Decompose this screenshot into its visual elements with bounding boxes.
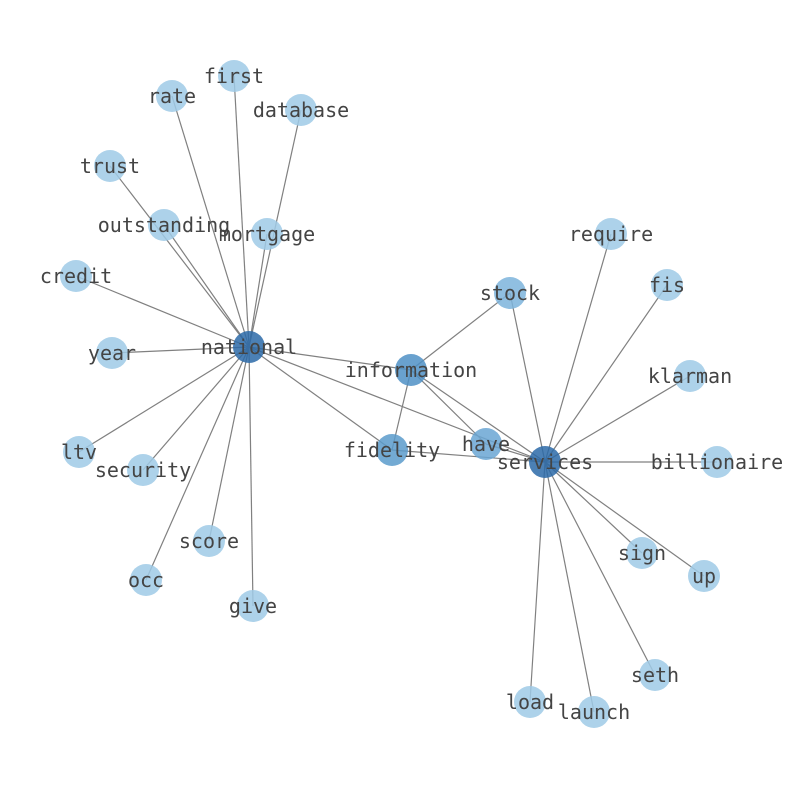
edge-stock-services <box>509 292 546 463</box>
edge-national-security <box>142 346 250 471</box>
node-label-up: up <box>692 564 716 588</box>
node-first <box>218 60 250 92</box>
edge-national-trust <box>109 165 250 348</box>
node-give <box>237 590 269 622</box>
node-layer <box>60 60 733 728</box>
node-label-occ: occ <box>128 568 164 592</box>
node-label-ltv: ltv <box>61 440 97 464</box>
node-year <box>96 337 128 369</box>
node-label-stock: stock <box>480 281 540 305</box>
edge-national-give <box>248 346 254 607</box>
node-have <box>470 428 502 460</box>
edge-layer <box>75 75 717 713</box>
edge-services-fis <box>544 284 668 463</box>
edge-services-load <box>529 461 546 703</box>
node-label-outstanding: outstanding <box>98 213 230 237</box>
node-klarman <box>674 360 706 392</box>
edge-services-require <box>544 233 612 463</box>
node-label-information: information <box>345 358 477 382</box>
node-label-services: services <box>497 450 593 474</box>
edge-national-ltv <box>78 346 250 453</box>
edge-national-year <box>111 346 250 354</box>
node-fis <box>651 269 683 301</box>
edge-information-stock <box>410 292 511 371</box>
node-stock <box>494 277 526 309</box>
node-label-rate: rate <box>148 84 196 108</box>
node-national <box>233 331 265 363</box>
node-label-security: security <box>95 458 191 482</box>
edge-national-score <box>208 346 250 542</box>
node-credit <box>60 260 92 292</box>
node-billionaire <box>701 446 733 478</box>
edge-information-services <box>410 369 546 463</box>
node-rate <box>156 80 188 112</box>
node-up <box>688 560 720 592</box>
node-information <box>395 354 427 386</box>
node-label-fis: fis <box>649 273 685 297</box>
node-ltv <box>63 436 95 468</box>
node-services <box>529 446 561 478</box>
node-fidelity <box>376 434 408 466</box>
node-database <box>285 94 317 126</box>
node-outstanding <box>148 209 180 241</box>
node-label-billionaire: billionaire <box>651 450 783 474</box>
node-label-klarman: klarman <box>648 364 732 388</box>
edge-services-launch <box>544 461 595 713</box>
edge-national-information <box>248 346 412 371</box>
edge-services-up <box>544 461 705 577</box>
node-mortgage <box>251 218 283 250</box>
edge-information-have <box>410 369 487 445</box>
edge-national-mortgage <box>248 233 268 348</box>
node-label-mortgage: mortgage <box>219 222 315 246</box>
node-label-database: database <box>253 98 349 122</box>
node-security <box>127 454 159 486</box>
node-label-score: score <box>179 529 239 553</box>
node-trust <box>94 150 126 182</box>
label-layer: national services information fidelity have s… <box>40 64 783 724</box>
edge-national-occ <box>145 346 250 581</box>
node-score <box>193 525 225 557</box>
edge-national-rate <box>171 95 250 348</box>
node-label-launch: launch <box>558 700 630 724</box>
node-launch <box>578 696 610 728</box>
node-label-fidelity: fidelity <box>344 438 440 462</box>
edge-national-fidelity <box>248 346 393 451</box>
edge-national-outstanding <box>163 224 250 348</box>
node-label-load: load <box>506 690 554 714</box>
node-label-first: first <box>204 64 264 88</box>
node-label-sign: sign <box>618 541 666 565</box>
node-label-give: give <box>229 594 277 618</box>
node-label-have: have <box>462 432 510 456</box>
edge-services-seth <box>544 461 656 676</box>
node-require <box>595 218 627 250</box>
edge-services-sign <box>544 461 643 554</box>
node-label-national: national <box>201 335 297 359</box>
node-sign <box>626 537 658 569</box>
edge-national-first <box>233 75 250 348</box>
edge-national-credit <box>75 275 250 348</box>
node-label-trust: trust <box>80 154 140 178</box>
edge-fidelity-services <box>391 449 546 463</box>
node-seth <box>639 659 671 691</box>
node-label-year: year <box>88 341 136 365</box>
edge-services-klarman <box>544 375 691 463</box>
node-label-seth: seth <box>631 663 679 687</box>
node-occ <box>130 564 162 596</box>
node-load <box>514 686 546 718</box>
node-label-credit: credit <box>40 264 112 288</box>
node-label-require: require <box>569 222 653 246</box>
